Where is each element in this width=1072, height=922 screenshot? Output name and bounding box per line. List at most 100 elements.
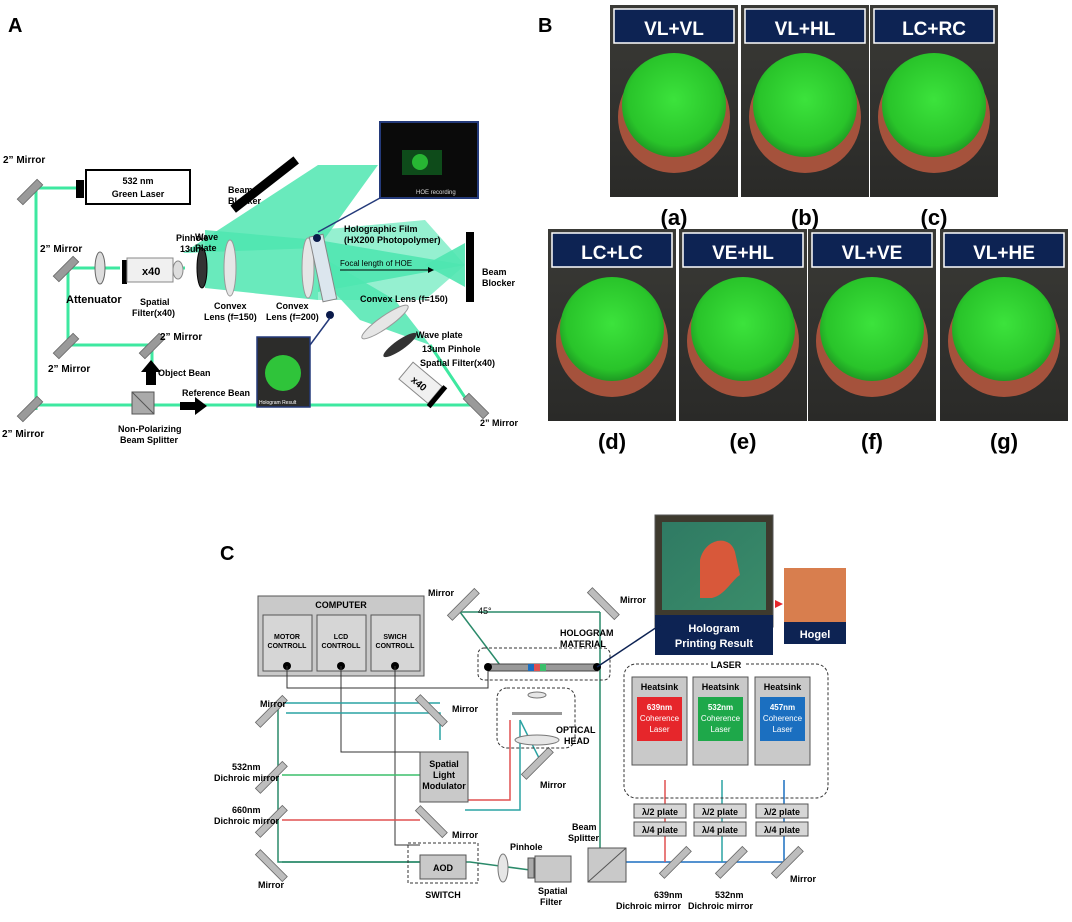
dichroic-660-label-2: Dichroic mirror: [214, 816, 280, 826]
tile-6: VL+VE: [808, 229, 936, 421]
tile-caption: (g): [990, 429, 1018, 454]
laser-source: [637, 697, 682, 741]
mirror-label-c4: Mirror: [452, 830, 479, 840]
spatial-filter-label-2: Filter(x40): [132, 308, 175, 318]
tile-caption: (f): [861, 429, 883, 454]
quarter-wave-plate: [755, 821, 809, 837]
dm639-label-2: Dichroic mirror: [616, 901, 682, 911]
quarter-wave-plate-label: λ/4 plate: [764, 825, 800, 835]
tile-title: VL+HL: [775, 19, 836, 40]
laser-source-label: Coherence: [640, 714, 680, 723]
attenuator-lens: [94, 251, 106, 285]
material-blue: [528, 664, 534, 671]
dm532-label-2: Dichroic mirror: [688, 901, 754, 911]
motor-controller: [262, 614, 313, 672]
beam-paths: [277, 611, 790, 871]
laser-source: [760, 697, 805, 741]
mirror-label-c3: Mirror: [540, 780, 567, 790]
material-port-left: [484, 663, 492, 671]
convex-lens-150-lower: [361, 304, 409, 340]
spatial-light-modulator: [419, 751, 469, 803]
tile-title-banner: [943, 232, 1065, 268]
hologram-material-box: [477, 647, 611, 681]
mirror-label-bottom: 2” Mirror: [2, 429, 44, 440]
hogel-photo: [784, 568, 846, 622]
tile-title: VL+VE: [842, 243, 903, 264]
wave-plate-label-2: Plate: [195, 243, 217, 253]
laser-source-label: Laser: [772, 725, 792, 734]
half-wave-plate-label: λ/2 plate: [642, 807, 678, 817]
hologram-material-label-2: MATERIAL: [560, 639, 606, 649]
swich-label-2: CONTROLL: [376, 643, 416, 650]
mirror-label-c6: Mirror: [790, 874, 817, 884]
material-green: [540, 664, 546, 671]
panel-letter-c: C: [220, 543, 234, 565]
switch-label: SWITCH: [425, 890, 461, 900]
mirror-object: [138, 332, 166, 360]
mirror-attenuator: [52, 255, 80, 283]
dichroic-532-label-1: 532nm: [232, 762, 261, 772]
beam-blocker-left: [230, 156, 299, 213]
tile-title-banner: [744, 8, 866, 44]
optical-head-aperture: [512, 712, 562, 715]
lens-c: [497, 853, 509, 883]
spatial-filter-c: [534, 855, 572, 883]
quarter-wave-plate-label: λ/4 plate: [702, 825, 738, 835]
beam-reference-fan: [318, 262, 430, 345]
tile-7: VL+HE: [940, 229, 1068, 421]
quarter-wave-plate: [633, 821, 687, 837]
spatial-filter-c-label-1: Spatial: [538, 886, 568, 896]
hologram-material-label-1: HOLOGRAM: [560, 628, 614, 638]
lcd-label-2: CONTROLL: [322, 643, 362, 650]
aod-box: [419, 854, 467, 880]
laser-group-label: LASER: [711, 660, 742, 670]
printing-photo-portrait: [700, 540, 740, 598]
mirror-label-top45: Mirror: [428, 588, 455, 598]
panel-a: 532 nm Green Laser Attenuator x40 Pinhol…: [2, 121, 519, 445]
hoe-photo-spot: [412, 154, 428, 170]
beam-blocker-right: [466, 232, 474, 302]
half-wave-plate-label: λ/2 plate: [702, 807, 738, 817]
hologram-result-caption: Hologram Result: [259, 400, 297, 406]
tile-title: VL+HE: [973, 243, 1035, 264]
panel-letter-b: B: [538, 15, 552, 37]
beam-blocker-left-label-2: Blocker: [228, 196, 262, 206]
tile-caption: (e): [730, 429, 757, 454]
convex-200-label-1: Convex: [276, 301, 309, 311]
mirror-c-midlow: [414, 805, 448, 839]
pinhole: [172, 260, 184, 280]
hogel-banner: [784, 622, 846, 644]
convex-200-label-2: Lens (f=200): [266, 312, 319, 322]
dichroic-532-label-2: Dichroic mirror: [214, 773, 280, 783]
laser-label-1: 532 nm: [122, 176, 153, 186]
convex-lens-200: [301, 237, 315, 299]
mirror-top-left: [16, 178, 44, 206]
laser-source-label: Laser: [649, 725, 669, 734]
tile-title-banner: [682, 232, 804, 268]
attenuator-label: Attenuator: [66, 294, 122, 306]
laser-boxes: Heatsink639nmCoherenceLaserHeatsink532nm…: [631, 676, 811, 766]
mirror-c-topmid: [414, 694, 448, 728]
tile-1: VL+VL: [610, 5, 738, 197]
pinhole-label-1: Pinhole: [176, 233, 209, 243]
dichroic-639: [658, 845, 692, 879]
film-marker-bottom: [326, 311, 334, 319]
film-marker-top: [313, 234, 321, 242]
beam-splitter-c-label-2: Splitter: [568, 833, 600, 843]
tile-2: VL+HL: [741, 5, 869, 197]
laser-label-bg: [708, 658, 744, 670]
wave-plate-label-1: Wave: [195, 232, 218, 242]
hogel-label: Hogel: [800, 629, 831, 641]
dichroic-532: [254, 760, 288, 794]
mirror-label-attenuator: 2” Mirror: [40, 244, 82, 255]
laser-source-label: 457nm: [770, 703, 795, 712]
convex-lens-150: [223, 239, 237, 297]
pinhole-2-label: 13um Pinhole: [422, 344, 481, 354]
mirror-c-optical: [520, 746, 554, 780]
spatial-filter-c-label-2: Filter: [540, 897, 563, 907]
beam-blocker-left-label-1: Beam: [228, 185, 253, 195]
mirror-label-mid: 2” Mirror: [48, 364, 90, 375]
printing-result-banner: [655, 615, 773, 655]
mirror-c-top-right: [586, 587, 620, 621]
